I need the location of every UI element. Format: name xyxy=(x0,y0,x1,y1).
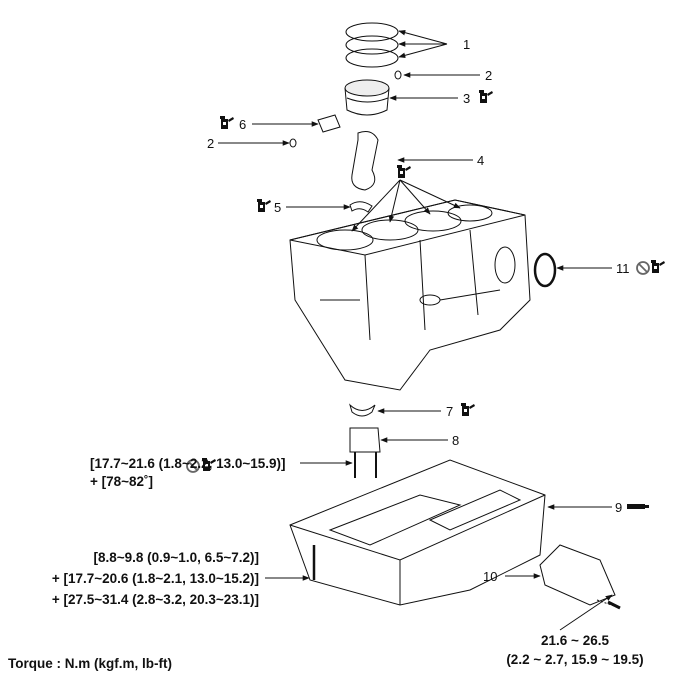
callout-8: 8 xyxy=(452,433,460,448)
upper-bearing xyxy=(349,201,373,213)
piston-rings xyxy=(345,22,399,68)
ladder-frame xyxy=(289,459,546,606)
oil-screen xyxy=(539,544,616,606)
callout-2: 2 xyxy=(485,68,493,83)
bearing-cap xyxy=(349,427,381,453)
piston xyxy=(344,79,390,116)
oil-seal xyxy=(533,252,557,288)
ladder-frame-torque-line3: + [27.5~31.4 (2.8~3.2, 20.3~23.1)] xyxy=(51,592,259,607)
snap-ring xyxy=(289,138,297,148)
callout-10: 10 xyxy=(483,569,498,584)
lower-bearing xyxy=(349,403,376,417)
do-not-reuse-icon xyxy=(186,459,200,473)
engine-oil-can-icon xyxy=(257,199,271,212)
bearing-cap-torque-line1: [17.7~21.6 (1.8~2.2, 13.0~15.9)] xyxy=(90,456,286,471)
ladder-frame-torque-line1: [8.8~9.8 (0.9~1.0, 6.5~7.2)] xyxy=(93,550,260,565)
connecting-rod xyxy=(351,131,379,191)
engine-oil-can-icon xyxy=(461,403,475,416)
do-not-reuse-icon xyxy=(636,261,650,275)
callout-7: 7 xyxy=(446,404,454,419)
callout-5: 5 xyxy=(274,200,282,215)
callout-2-left: 2 xyxy=(207,136,215,151)
callout-1: 1 xyxy=(463,37,471,52)
callout-11: 11 xyxy=(616,261,630,276)
ladder-frame-torque-line2: + [17.7~20.6 (1.8~2.1, 13.0~15.2)] xyxy=(51,571,259,586)
callout-3: 3 xyxy=(463,91,471,106)
callout-6: 6 xyxy=(239,117,247,132)
sealant-tube-icon xyxy=(627,504,649,509)
engine-oil-can-icon xyxy=(220,116,234,129)
callout-9: 9 xyxy=(615,500,623,515)
engine-oil-can-icon xyxy=(651,260,665,273)
cylinder-block xyxy=(289,199,531,391)
snap-ring xyxy=(394,70,402,80)
piston-pin xyxy=(317,114,341,133)
engine-oil-can-icon xyxy=(479,90,493,103)
callout-4: 4 xyxy=(477,153,485,168)
oil-screen-torque-line1: 21.6 ~ 26.5 xyxy=(541,633,609,648)
torque-unit-label: Torque : N.m (kgf.m, lb-ft) xyxy=(8,656,172,671)
engine-oil-can-icon xyxy=(397,165,411,178)
oil-screen-torque-line2: (2.2 ~ 2.7, 15.9 ~ 19.5) xyxy=(506,652,644,667)
bearing-cap-torque-line2: + [78~82˚] xyxy=(90,474,154,489)
